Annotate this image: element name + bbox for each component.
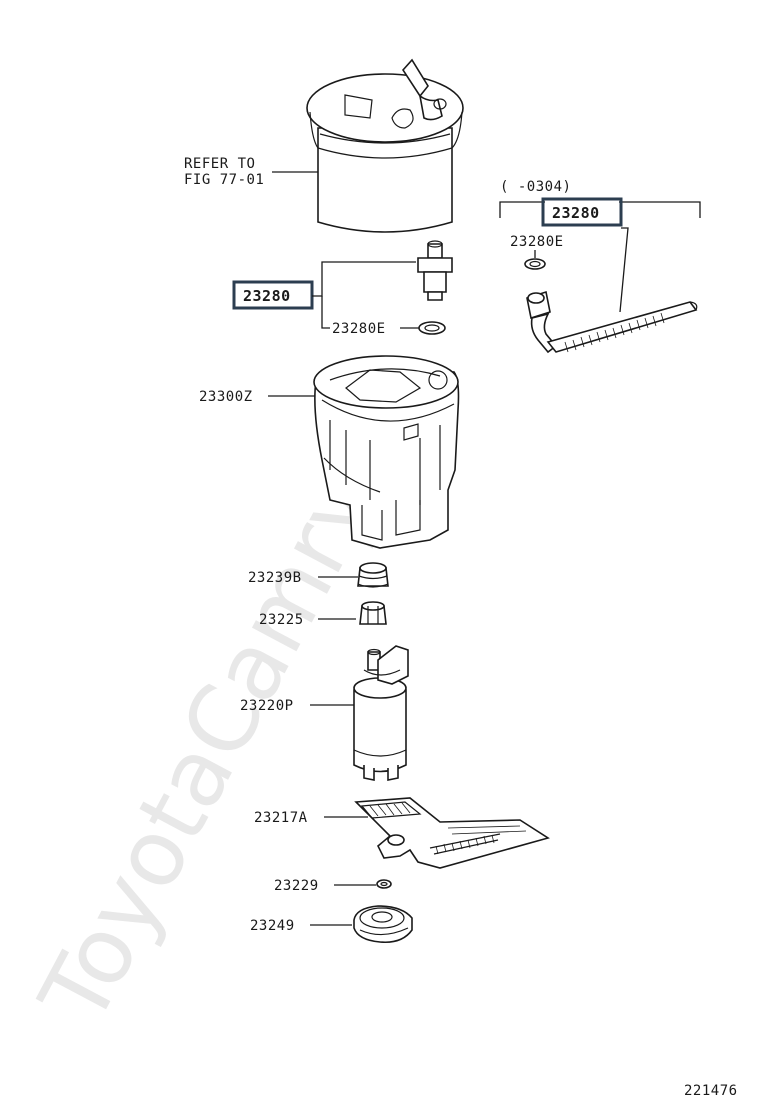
- pump-cushion-part[interactable]: [359, 601, 387, 625]
- p23280E-right-label[interactable]: 23280E: [510, 234, 564, 250]
- p23280-right-highlight: [541, 197, 623, 227]
- refer-fig-label: FIG 77-01: [184, 172, 264, 188]
- p23225-label[interactable]: 23225: [259, 612, 304, 628]
- o-ring-left-part[interactable]: [418, 321, 446, 335]
- p23239B-label[interactable]: 23239B: [248, 570, 302, 586]
- cushion-part[interactable]: [357, 562, 389, 588]
- pressure-regulator-hose-part[interactable]: [526, 290, 698, 354]
- p23220P-label[interactable]: 23220P: [240, 698, 294, 714]
- refer-to-label: REFER TO: [184, 156, 255, 172]
- p23249-label[interactable]: 23249: [250, 918, 295, 934]
- p23280-right-label[interactable]: 23280: [552, 204, 600, 222]
- o-ring-right-part[interactable]: [524, 258, 546, 270]
- p23280E-left-label[interactable]: 23280E: [332, 321, 386, 337]
- p23280-left-highlight: [232, 280, 314, 310]
- clip-part[interactable]: [376, 879, 392, 889]
- fuel-pump-part[interactable]: [353, 645, 409, 781]
- pump-retainer-part[interactable]: [353, 905, 413, 944]
- pressure-regulator-part[interactable]: [417, 240, 453, 301]
- figure-number: 221476: [684, 1083, 738, 1099]
- pump-bracket-part[interactable]: [313, 355, 460, 549]
- p23229-label[interactable]: 23229: [274, 878, 319, 894]
- p23300Z-label[interactable]: 23300Z: [199, 389, 253, 405]
- fuel-suction-filter-part[interactable]: [354, 797, 550, 869]
- p23280-left-label[interactable]: 23280: [243, 287, 291, 305]
- fuel-filter-part[interactable]: [306, 58, 464, 233]
- p23217A-label[interactable]: 23217A: [254, 810, 308, 826]
- range-label: ( -0304): [500, 179, 571, 195]
